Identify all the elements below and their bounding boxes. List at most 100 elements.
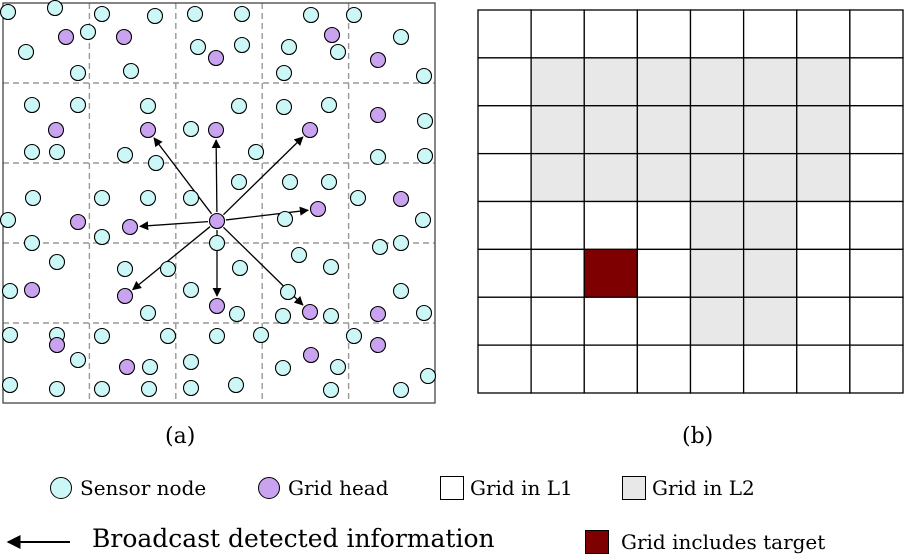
sensor-node (322, 381, 340, 399)
grid-cell-l1 (530, 9, 585, 59)
sensor-node (392, 234, 410, 252)
grid-head-icon (258, 477, 280, 499)
grid-head (207, 121, 225, 139)
grid-cell-l1 (796, 200, 851, 251)
grid-cell-l2 (583, 152, 639, 203)
sensor-node (182, 353, 200, 371)
grid-cell-l1 (849, 296, 904, 346)
sensor-node (141, 358, 159, 376)
sensor-node (415, 67, 433, 85)
sensor-node (0, 3, 17, 21)
grid-cell-l2 (689, 152, 745, 203)
grid-cell-l1 (849, 248, 904, 298)
sensor-node (279, 283, 297, 301)
sensor-node (122, 62, 140, 80)
grid-cell-l2 (583, 57, 639, 107)
grid-cell-l1 (742, 344, 798, 394)
grid-cell-l1 (477, 344, 532, 394)
sensor-node (227, 376, 245, 394)
broadcast-arrow (153, 137, 213, 215)
sensor-node (23, 234, 41, 252)
grid-cell-l1 (796, 344, 851, 394)
sensor-node (93, 5, 111, 23)
sensor-node (329, 43, 347, 61)
sensor-node (116, 260, 134, 278)
grid-cell-l2 (742, 105, 798, 155)
grid-cell-l1 (849, 105, 904, 155)
sensor-node (371, 238, 389, 256)
sensor-node (182, 120, 200, 138)
grid-cell-l2 (530, 57, 585, 107)
grid-head (115, 28, 133, 46)
legend-grid-l2: Grid in L2 (622, 476, 755, 500)
grid-head (208, 212, 226, 230)
grid-cell-target (583, 248, 639, 298)
sensor-node (140, 380, 158, 398)
sensor-node (208, 234, 226, 252)
grid-cell-l1 (849, 344, 904, 394)
grid-head (369, 106, 387, 124)
sensor-node (17, 43, 35, 61)
grid-cell-l1 (636, 296, 692, 346)
sensor-node (416, 147, 434, 165)
grid-cell-l2 (689, 296, 745, 346)
sensor-node (392, 282, 410, 300)
sensor-node (186, 5, 204, 23)
grid-cell-l2 (742, 248, 798, 298)
legend-target-label: Grid includes target (621, 530, 826, 554)
sensor-node (79, 23, 97, 41)
grid-head (301, 121, 319, 139)
grid-cell-l1 (477, 296, 532, 346)
grid-head (47, 121, 65, 139)
grid-cell-l1 (583, 296, 639, 346)
grid-cell-l1 (849, 200, 904, 251)
grid-head (369, 305, 387, 323)
grid-head (392, 190, 410, 208)
sensor-node (93, 228, 111, 246)
broadcast-arrow (225, 206, 309, 221)
grid-cell-l1 (477, 105, 532, 155)
grid-head (369, 336, 387, 354)
sensor-node (69, 64, 87, 82)
target-icon (585, 530, 609, 554)
sensor-node (274, 307, 292, 325)
grid-cell-l2 (742, 200, 798, 251)
sensor-node (139, 304, 157, 322)
broadcast-arrow (222, 136, 304, 216)
grid-cell-l1 (636, 9, 692, 59)
legend-broadcast-label: Broadcast detected information (92, 524, 495, 553)
sensor-node (139, 189, 157, 207)
grid-head (139, 121, 157, 139)
sensor-node (322, 258, 340, 276)
grid-cell-l1 (636, 248, 692, 298)
sensor-node (0, 211, 17, 229)
broadcast-arrows (132, 136, 309, 306)
sensor-node (276, 210, 294, 228)
sensor-node (159, 327, 177, 345)
grid-cell-l1 (477, 152, 532, 203)
grid-cell-l1 (636, 200, 692, 251)
grid-head (57, 28, 75, 46)
sensor-node (302, 6, 320, 24)
panel-b-label: (b) (682, 424, 714, 449)
sensor-node (247, 143, 265, 161)
grid-head (323, 26, 341, 44)
grid-head (301, 303, 319, 321)
sensor-node (320, 173, 338, 191)
panel-a-sensor-field (0, 0, 437, 404)
sensor-node (159, 260, 177, 278)
sensor-node (93, 189, 111, 207)
grid-cell-l2 (742, 296, 798, 346)
legend-sensor-node: Sensor node (50, 476, 206, 500)
sensor-node (329, 358, 347, 376)
sensor-node (69, 351, 87, 369)
sensor-node (189, 38, 207, 56)
sensor-node (320, 96, 338, 114)
grid-cell-l2 (796, 57, 851, 107)
grid-head (121, 218, 139, 236)
sensor-node (280, 38, 298, 56)
sensor-node (414, 211, 432, 229)
grid-cell-l2 (636, 152, 692, 203)
grid-cell-l1 (689, 344, 745, 394)
grid-cell-l1 (583, 9, 639, 59)
